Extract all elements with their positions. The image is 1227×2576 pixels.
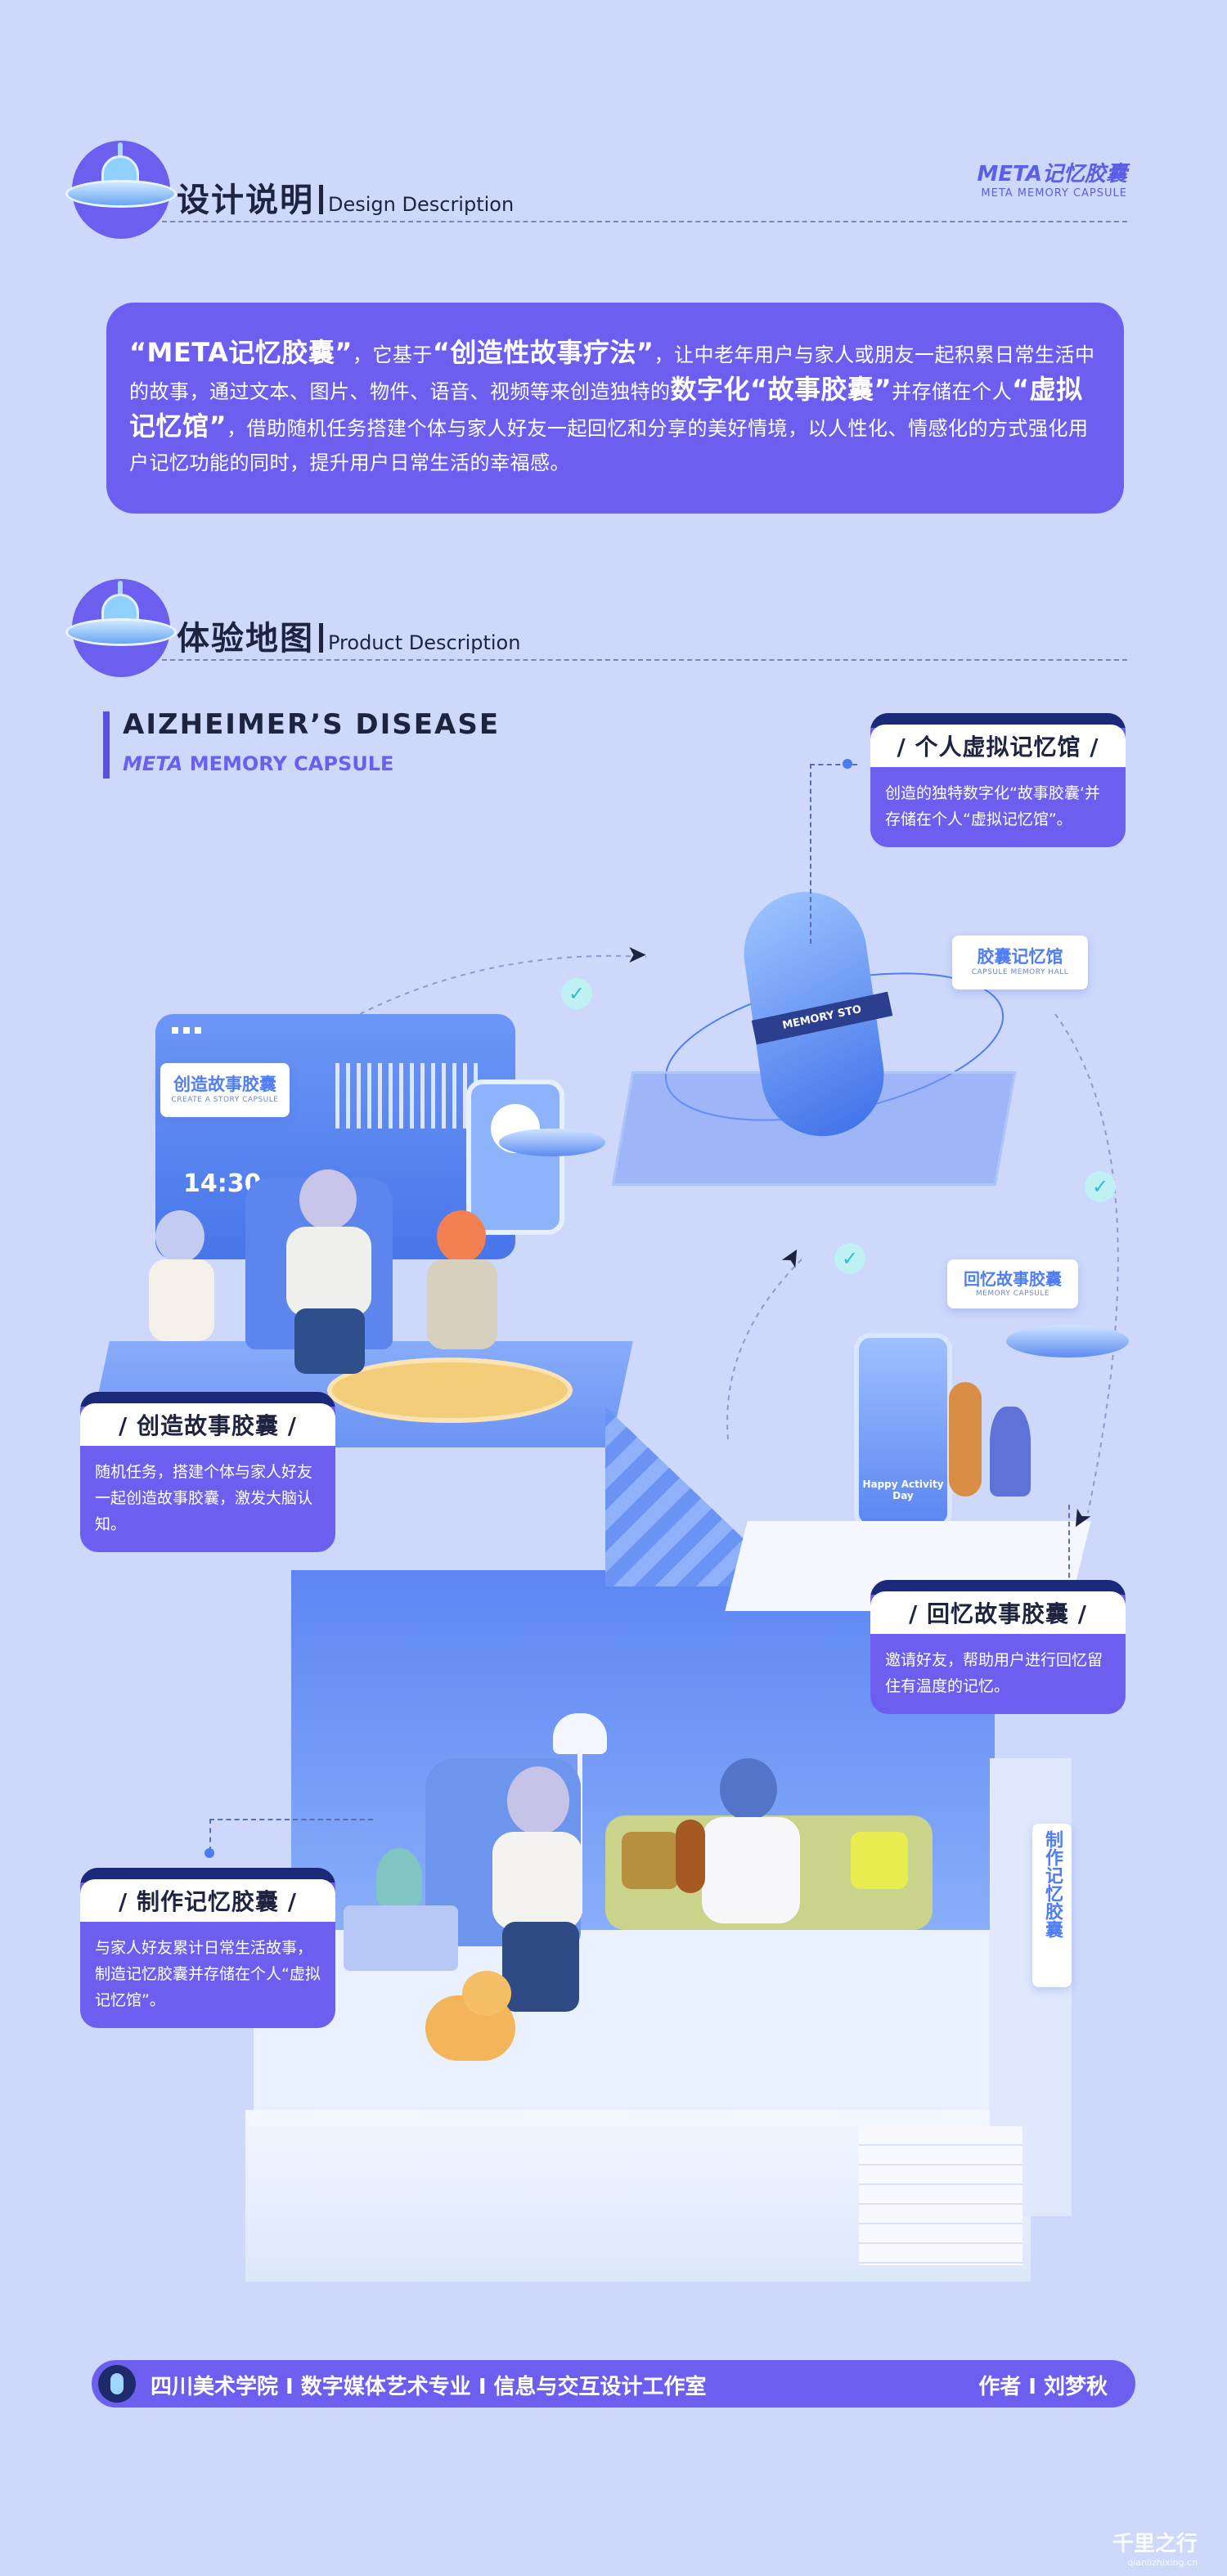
card-virtual-memory-hall: / 个人虚拟记忆馆 / 创造的独特数字化“故事胶囊‘并存储在个人“虚拟记忆馆”。 <box>870 713 1126 847</box>
card-recall-story: / 回忆故事胶囊 / 邀请好友，帮助用户进行回忆留住有温度的记忆。 <box>870 1580 1126 1714</box>
card-body: 随机任务，搭建个体与家人好友一起创造故事胶囊，激发大脑认知。 <box>95 1463 313 1533</box>
card-make-capsule: / 制作记忆胶囊 / 与家人好友累计日常生活故事，制造记忆胶囊并存储在个人“虚拟… <box>80 1868 335 2028</box>
footer-bar: 四川美术学院 I 数字媒体艺术专业 I 信息与交互设计工作室 作者 I 刘梦秋 <box>92 2360 1135 2408</box>
product-title: AIZHEIMER’S DISEASE <box>123 708 501 741</box>
cat-head <box>462 1971 511 2016</box>
lower-stairs <box>859 2126 1022 2265</box>
connector-dot <box>204 1848 214 1858</box>
description-card: “META记忆胶囊”，它基于“创造性故事疗法”，让中老年用户与家人或朋友一起积累… <box>106 303 1124 514</box>
card-body: 与家人好友累计日常生活故事，制造记忆胶囊并存储在个人“虚拟记忆馆”。 <box>95 1939 321 2009</box>
recall-phone <box>854 1333 952 1529</box>
connector-line <box>209 1819 211 1851</box>
card-title: / 回忆故事胶囊 / <box>870 1591 1126 1634</box>
side-table <box>344 1905 458 1971</box>
footer-credits: 四川美术学院 I 数字媒体艺术专业 I 信息与交互设计工作室 <box>151 2375 707 2399</box>
small-ufo-icon <box>499 1129 605 1156</box>
connector-line <box>209 1819 373 1820</box>
divider <box>162 221 1127 222</box>
check-icon: ✓ <box>834 1243 865 1274</box>
check-icon: ✓ <box>561 978 592 1009</box>
screen-dots <box>172 1027 204 1034</box>
grandmother-figure <box>270 1169 384 1382</box>
watermark: 千里之行 qianlizhixing.cn <box>1112 2532 1198 2568</box>
floor-lamp-icon <box>553 1713 607 1754</box>
plant-icon <box>376 1848 422 1905</box>
card-body: 创造的独特数字化“故事胶囊‘并存储在个人“虚拟记忆馆”。 <box>885 784 1100 828</box>
card-create-story: / 创造故事胶囊 / 随机任务，搭建个体与家人好友一起创造故事胶囊，激发大脑认知… <box>80 1392 335 1552</box>
brand-logo: META记忆胶囊 META MEMORY CAPSULE <box>977 162 1127 200</box>
card-title: / 创造故事胶囊 / <box>80 1403 335 1446</box>
connector-line <box>810 764 857 765</box>
ufo-icon <box>65 579 177 677</box>
cushion-striped <box>622 1832 679 1889</box>
footer-author: 作者 I 刘梦秋 <box>978 2375 1108 2399</box>
violin-icon <box>676 1820 705 1893</box>
card-title: / 个人虚拟记忆馆 / <box>870 725 1126 767</box>
divider <box>162 659 1127 661</box>
audio-waveform <box>335 1063 483 1129</box>
arrow-icon: ➤ <box>627 940 648 969</box>
product-subtitle: META MEMORY CAPSULE <box>123 752 394 775</box>
violin-icon <box>949 1382 982 1497</box>
elderly-woman-figure <box>474 1766 597 2028</box>
rug <box>327 1358 573 1423</box>
school-logo-icon <box>98 2365 136 2403</box>
connector-dot <box>843 759 852 769</box>
cushion <box>851 1832 908 1889</box>
check-icon: ✓ <box>1085 1171 1116 1202</box>
plant-icon <box>990 1407 1031 1497</box>
grandson-figure <box>417 1210 507 1374</box>
vertical-sign: 制作记忆胶囊 <box>1032 1824 1072 1987</box>
connector-line <box>810 764 811 944</box>
grandfather-figure <box>144 1210 218 1374</box>
phone-text: Happy Activity Day <box>862 1479 944 1501</box>
title-accent-bar <box>103 711 110 779</box>
young-man-figure <box>687 1758 810 1971</box>
connector-line <box>1068 1505 1070 1595</box>
ufo-icon <box>1006 1325 1129 1358</box>
ufo-icon <box>65 141 177 239</box>
card-body: 邀请好友，帮助用户进行回忆留住有温度的记忆。 <box>885 1651 1103 1695</box>
card-title: / 制作记忆胶囊 / <box>80 1879 335 1922</box>
